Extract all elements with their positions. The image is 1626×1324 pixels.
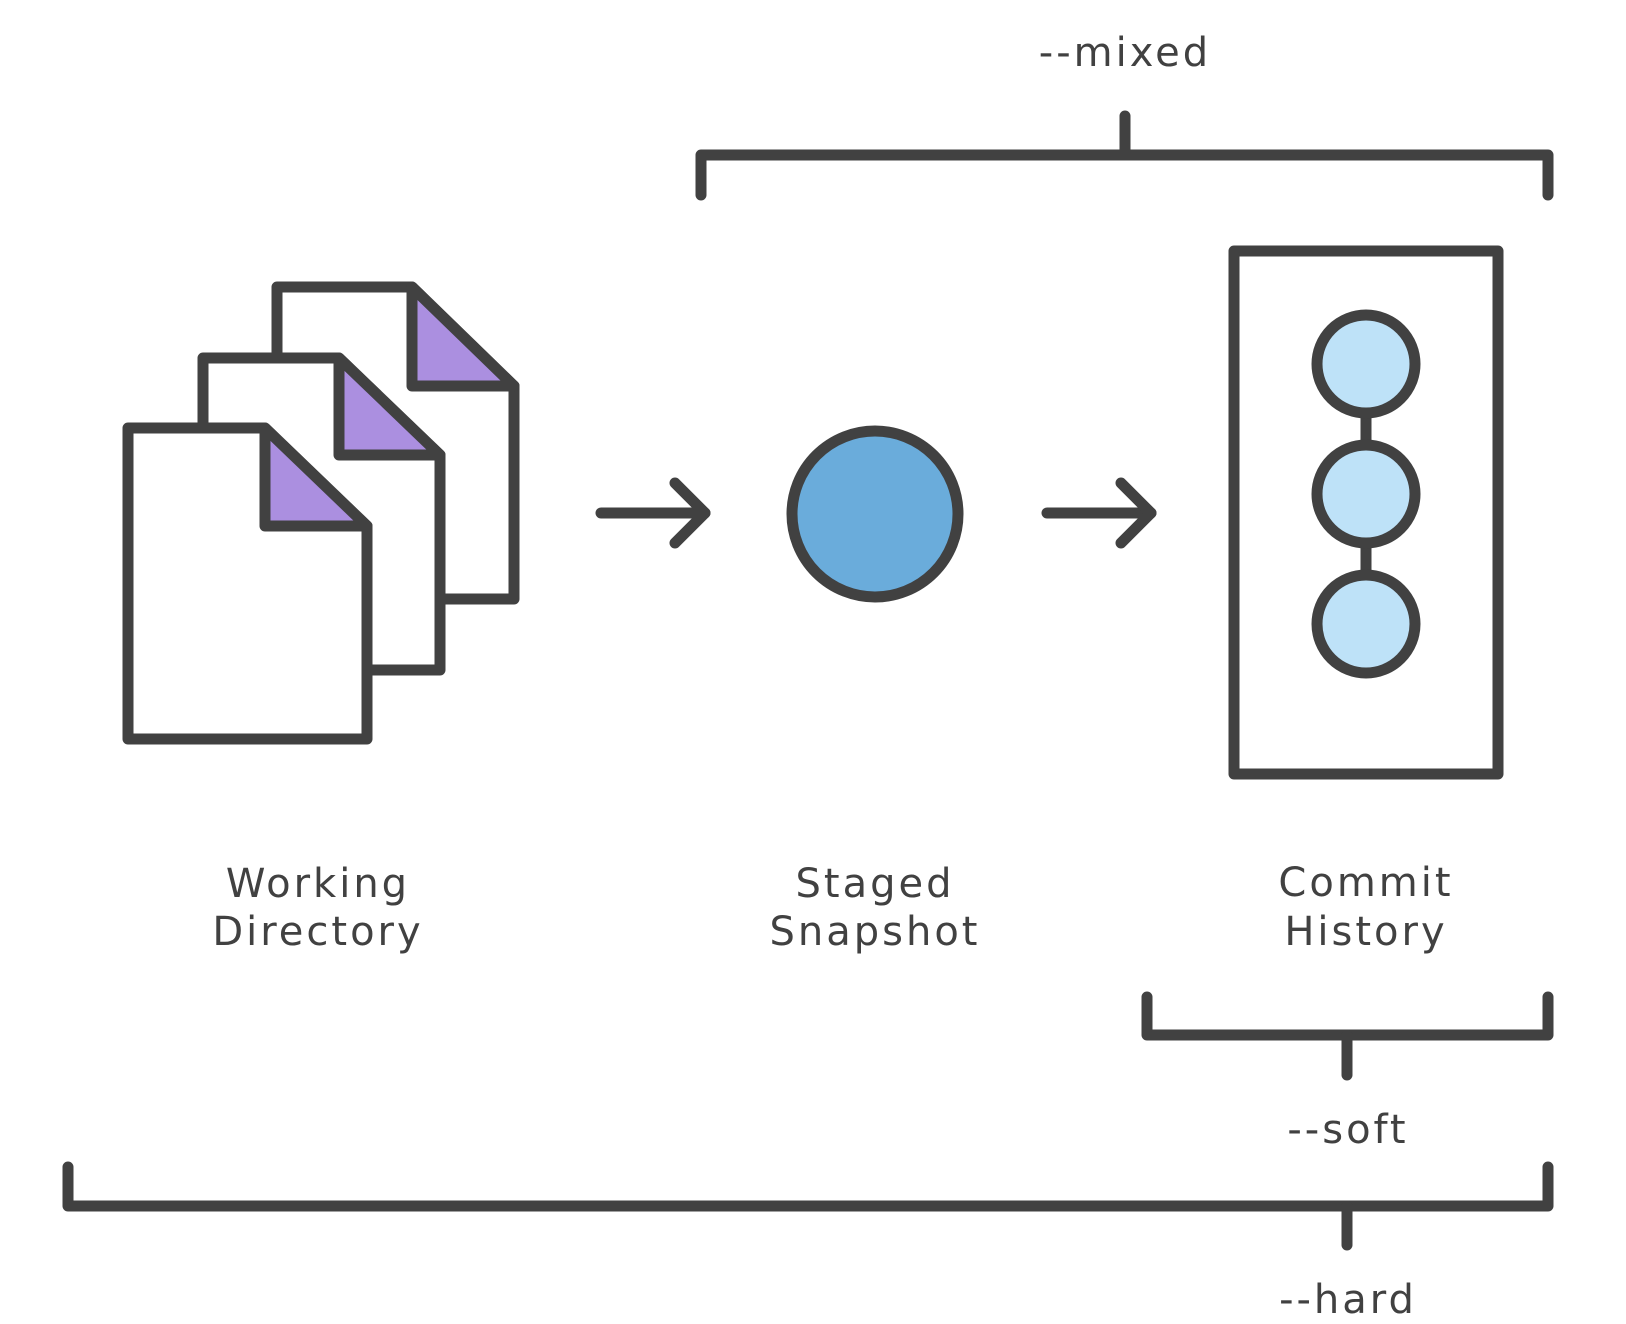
mixed-bracket: --mixed (695, 30, 1554, 201)
file-fold (406, 281, 520, 392)
soft-bracket-line (1141, 991, 1554, 1041)
arrow-right-icon (1041, 477, 1157, 549)
mixed-label: --mixed (1039, 30, 1211, 76)
file-icon-front (122, 422, 373, 745)
commit-node-icon (1311, 569, 1421, 679)
commit-node-icon (1311, 309, 1421, 419)
file-fold (259, 422, 373, 532)
commit-history-label-line2: History (1284, 909, 1447, 955)
soft-bracket: --soft (1141, 991, 1554, 1153)
commit-node-icon (1311, 439, 1421, 549)
staged-circle-icon (786, 425, 964, 603)
file-fold (333, 352, 446, 461)
mixed-bracket-line (695, 149, 1554, 201)
staged-snapshot-label-line1: Staged (796, 861, 955, 907)
soft-label: --soft (1287, 1107, 1408, 1153)
stacked-files-icon (122, 281, 520, 745)
commit-history-label-line1: Commit (1278, 860, 1453, 906)
hard-label: --hard (1279, 1277, 1417, 1323)
arrow-right-icon (595, 477, 711, 549)
staged-snapshot-label-line2: Snapshot (770, 909, 981, 955)
working-directory-label-line1: Working (226, 861, 410, 907)
hard-bracket-line (62, 1161, 1554, 1212)
working-directory-label-line2: Directory (212, 909, 423, 955)
hard-bracket: --hard (62, 1161, 1554, 1323)
commit-history-icon (1228, 245, 1504, 780)
